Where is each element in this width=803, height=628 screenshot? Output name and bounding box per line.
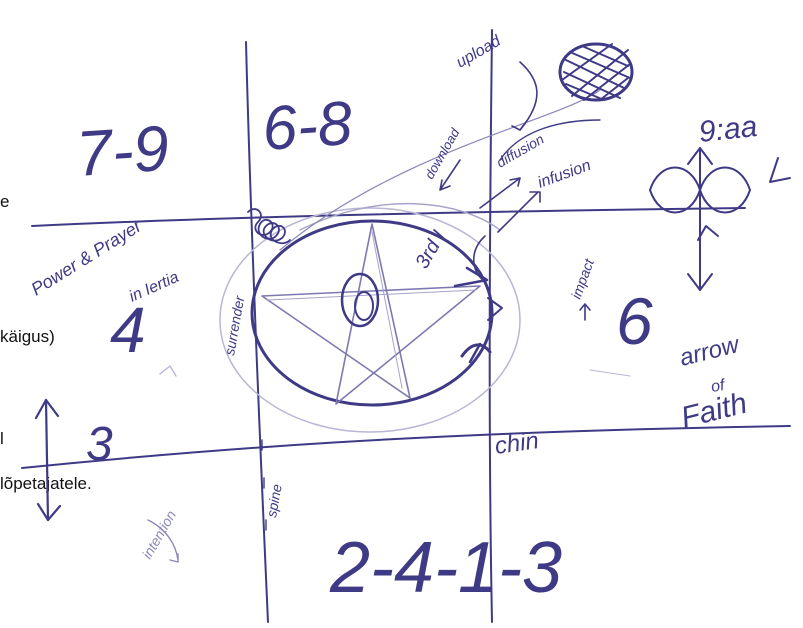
label-nine-aa: 9:aa — [697, 110, 759, 149]
label-chin: chin — [493, 427, 540, 460]
label-impact: impact — [568, 256, 598, 301]
number-bottom: 2-4-1-3 — [329, 528, 562, 608]
number-right-mid: 6 — [616, 284, 653, 358]
label-power-prayer: Power & Prayer — [28, 215, 146, 299]
label-surrender: surrender — [221, 293, 247, 356]
number-top-mid: 6-8 — [260, 89, 355, 164]
number-top-left: 7-9 — [74, 112, 171, 190]
label-third-eye: 3rd I — [411, 226, 450, 272]
label-spine: spine — [263, 483, 285, 519]
label-arrow: arrow — [677, 331, 743, 372]
spiral-coil — [248, 209, 290, 243]
label-upload: upload — [454, 32, 505, 71]
number-left-mid: 4 — [110, 294, 146, 366]
label-download: download — [422, 125, 463, 181]
grid-line-horizontal-bottom — [22, 426, 790, 468]
left-double-arrow — [46, 400, 48, 520]
label-diffusion: diffusion — [494, 131, 547, 171]
label-intention: intention — [139, 507, 179, 561]
label-infusion: infusion — [536, 157, 594, 192]
label-inertia: in Iertia — [127, 269, 182, 306]
number-left-low: 3 — [86, 418, 113, 471]
